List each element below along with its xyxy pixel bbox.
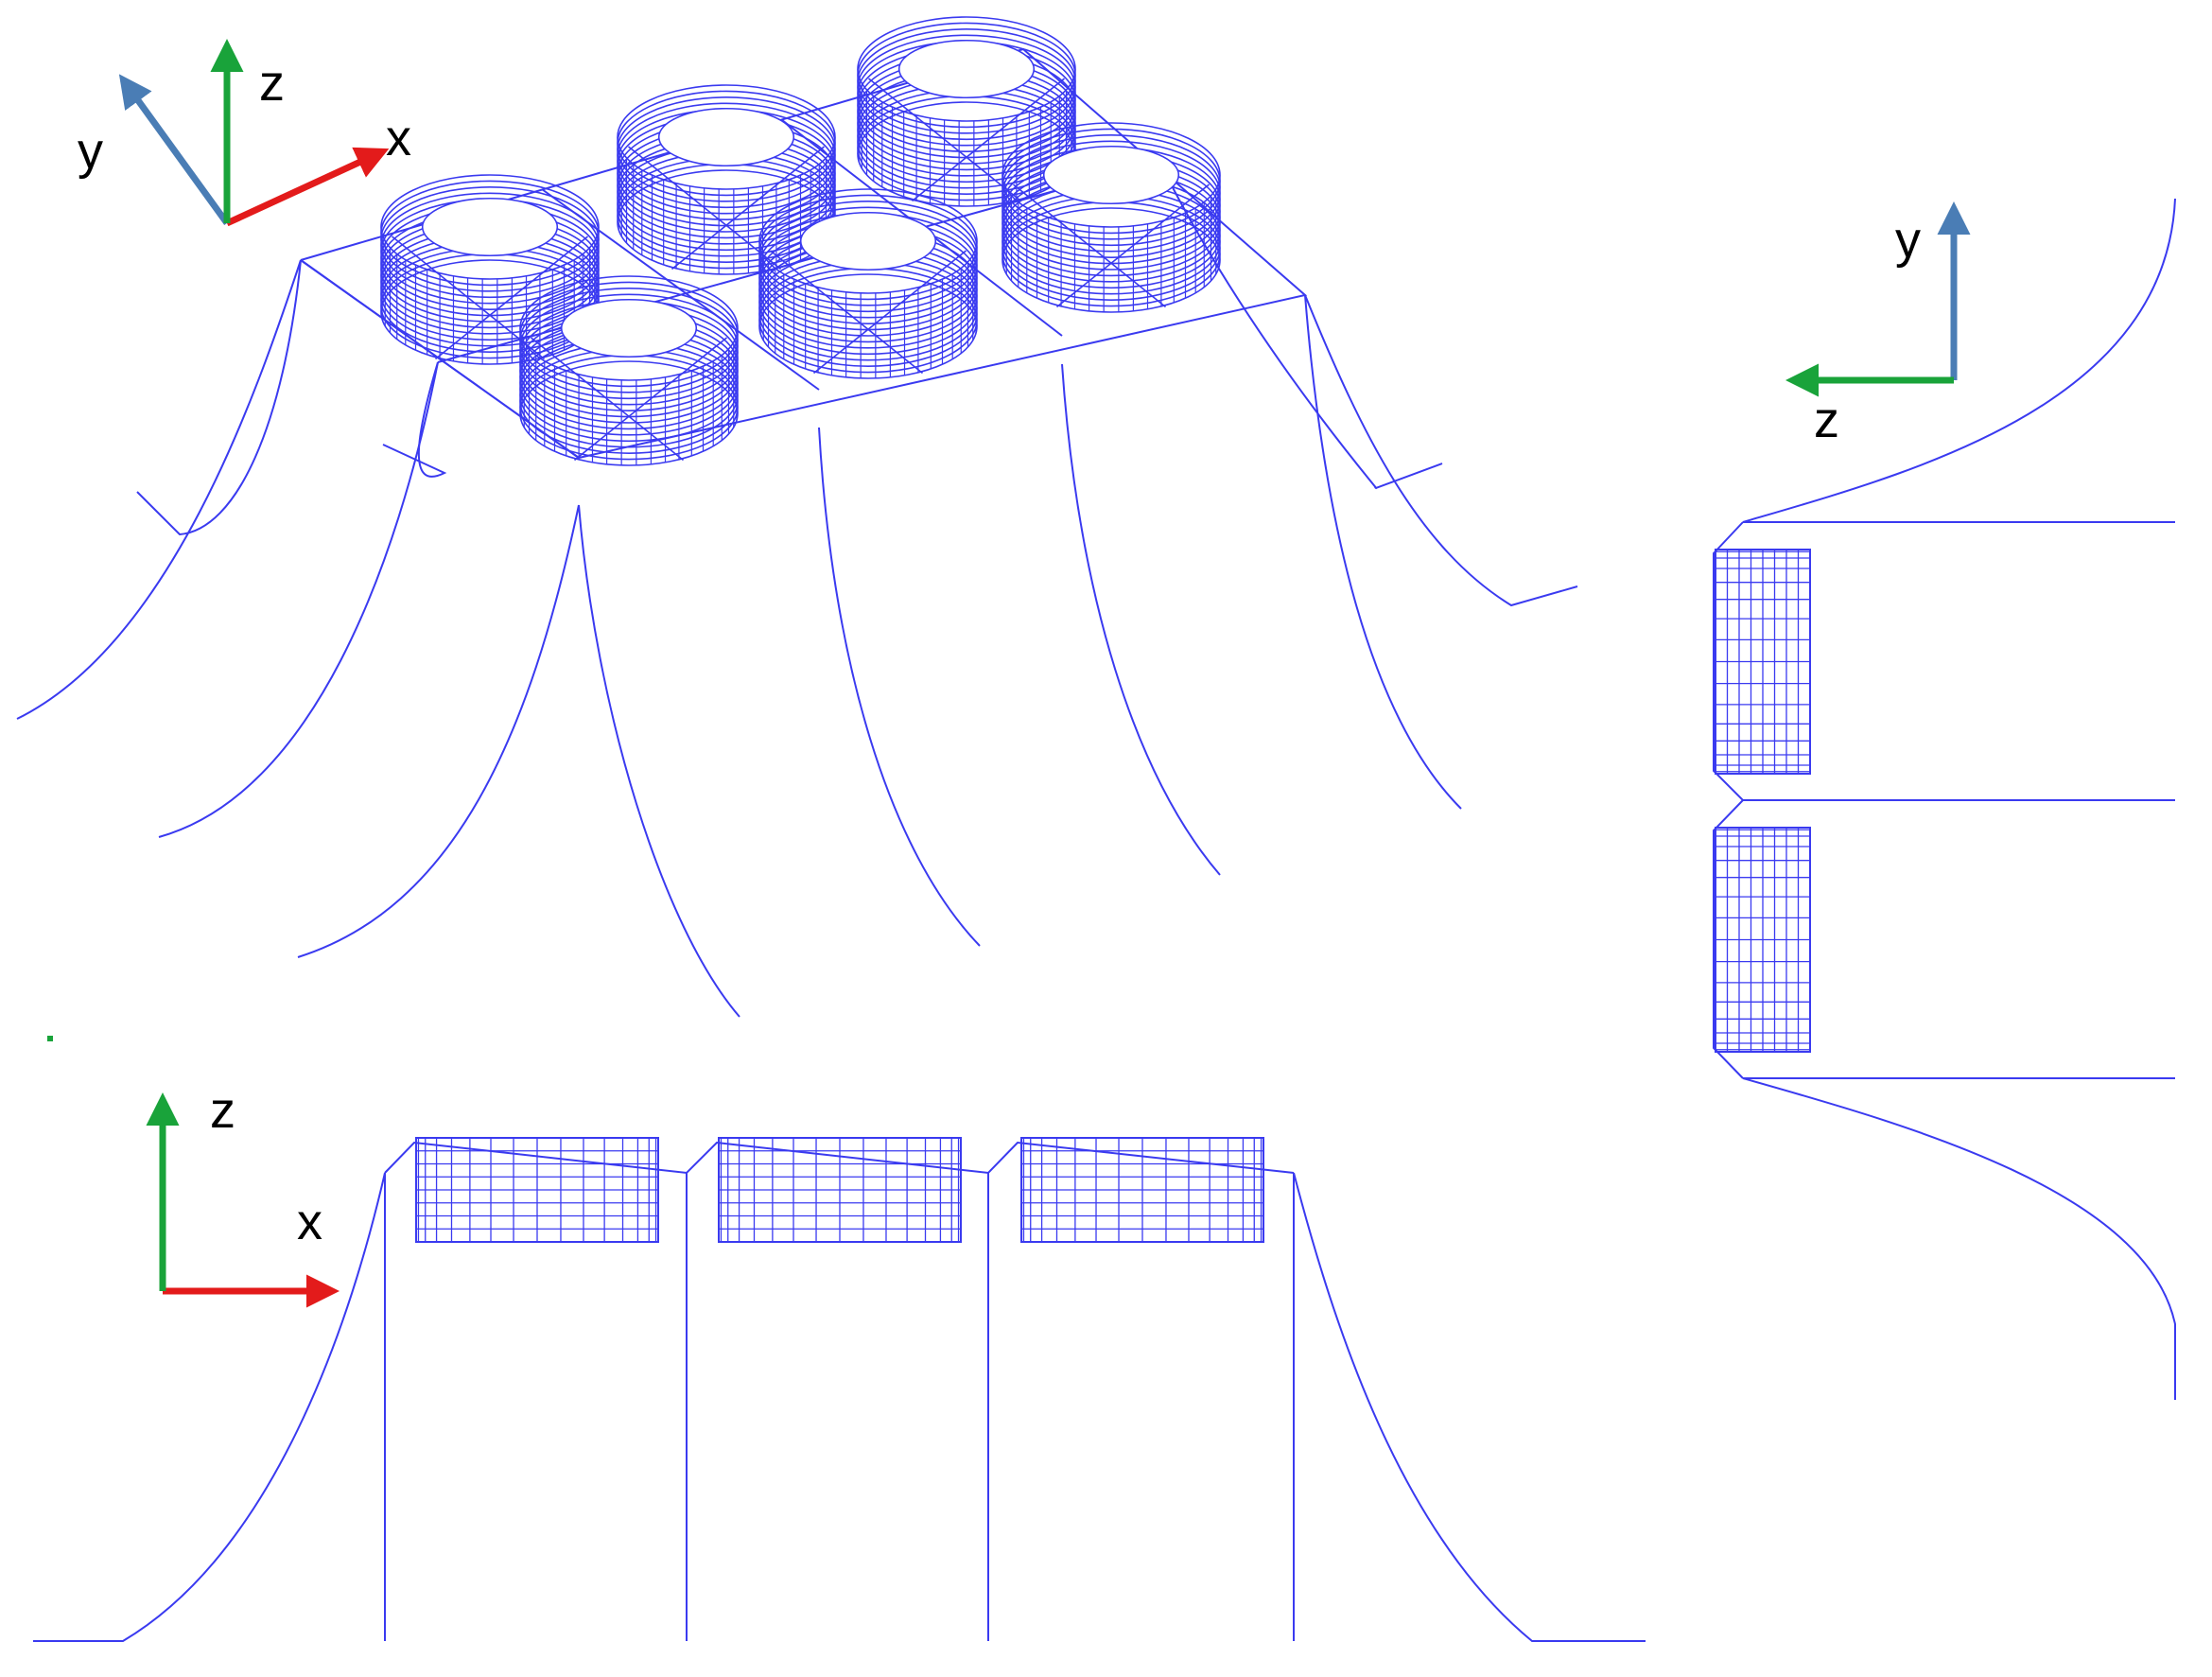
cylinder-brace: [573, 337, 728, 462]
cylinder-inner-opening: [657, 107, 795, 167]
side-axis-triad: x z: [146, 1082, 340, 1308]
isometric-cylinders: [380, 16, 1221, 466]
mooring-line: [382, 361, 447, 478]
isometric-x-axis-label: x: [386, 110, 411, 166]
isometric-y-axis-label: y: [78, 123, 103, 180]
cylinder-inner-opening: [897, 39, 1036, 99]
top-y-axis-label: y: [1895, 212, 1921, 269]
cylinder: [758, 188, 978, 379]
side-mooring-left: [33, 1172, 386, 1642]
top-view: y z: [1713, 198, 2176, 1400]
marker-dot: [47, 1036, 53, 1041]
top-frame: [1713, 198, 2176, 1400]
side-view: x z: [33, 1036, 1646, 1642]
cylinder-inner-opening: [1042, 145, 1180, 205]
isometric-view: x y z: [16, 16, 1578, 1018]
cylinder: [857, 16, 1076, 207]
side-mooring-right: [1293, 1172, 1646, 1642]
mooring-line: [297, 504, 580, 958]
side-deck-line: [384, 1141, 1295, 1175]
isometric-axis-triad: x y z: [78, 39, 411, 227]
top-mooring-lower: [1742, 1077, 2176, 1400]
mooring-line: [136, 259, 302, 536]
side-frame: [33, 1141, 1646, 1642]
cylinder: [519, 275, 739, 466]
cylinder-brace: [391, 236, 546, 360]
isometric-z-axis-label: z: [259, 55, 285, 112]
isometric-y-axis-arrow: [118, 74, 230, 226]
mooring-line: [158, 361, 439, 838]
cylinder-brace: [627, 146, 782, 271]
isometric-x-axis-arrow: [225, 147, 390, 227]
cylinder: [1715, 827, 1811, 1053]
mooring-line: [818, 427, 981, 947]
cylinder-inner-opening: [560, 298, 698, 358]
cylinder: [1001, 122, 1221, 313]
cylinder-brace: [671, 146, 826, 271]
mooring-line: [1061, 363, 1221, 876]
cylinder-brace: [769, 250, 924, 375]
cylinder: [718, 1137, 962, 1243]
cylinder-brace: [530, 337, 685, 462]
cylinder-brace: [434, 236, 589, 360]
cylinder-inner-opening: [421, 197, 559, 257]
mooring-line: [578, 504, 740, 1018]
cylinder-brace: [812, 250, 967, 375]
top-mooring-upper: [1742, 198, 2176, 523]
cylinder-brace: [1012, 183, 1167, 308]
cylinder-brace: [867, 78, 1022, 202]
isometric-mooring-lines: [16, 161, 1578, 1018]
cylinder-brace: [911, 78, 1066, 202]
top-axis-triad: y z: [1785, 201, 1971, 448]
cylinder: [1715, 549, 1811, 775]
side-cylinders: [415, 1137, 1264, 1243]
cylinder-brace: [1055, 183, 1211, 308]
mooring-line: [16, 259, 302, 720]
mooring-line: [1304, 294, 1578, 607]
side-z-axis-label: z: [210, 1082, 235, 1139]
cylinder-inner-opening: [799, 211, 937, 271]
cylinder: [415, 1137, 659, 1243]
top-cylinders: [1715, 549, 1811, 1053]
top-z-axis-label: z: [1814, 392, 1839, 448]
cylinder: [1020, 1137, 1264, 1243]
top-column-profile: [1713, 521, 1745, 1079]
side-x-axis-label: x: [297, 1194, 322, 1250]
mooring-line: [1304, 294, 1462, 810]
